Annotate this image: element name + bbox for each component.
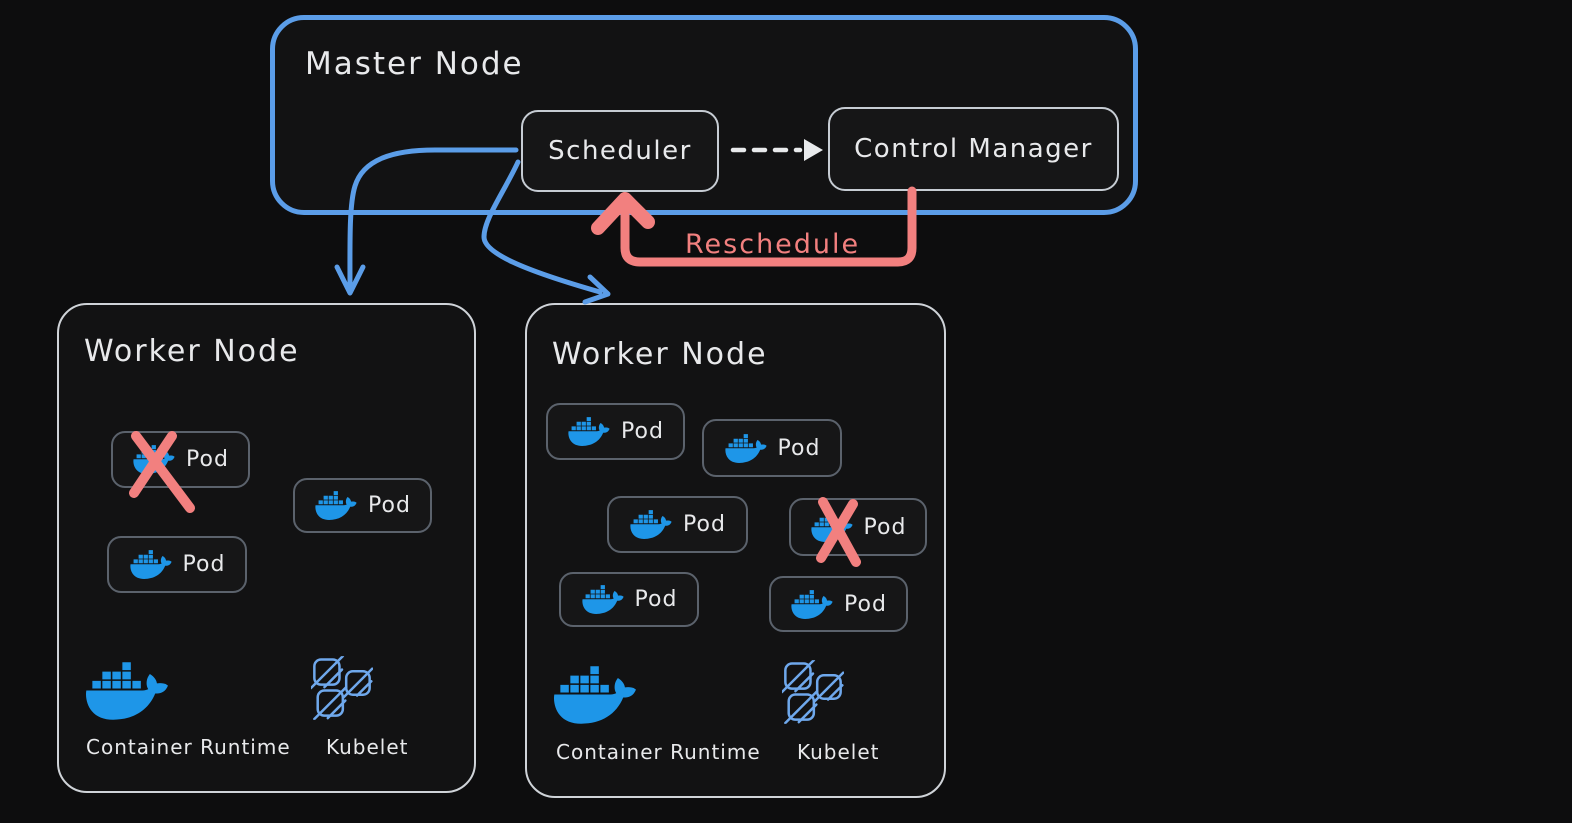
container-runtime-label: Container Runtime [556,740,761,764]
worker-node-box-1 [57,303,476,793]
pod-box: Pod [546,403,685,460]
worker-node-title-1: Worker Node [84,334,300,369]
docker-icon [790,588,834,621]
pod-label: Pod [621,419,664,444]
worker-node-box-2 [525,303,946,798]
pod-box: Pod [607,496,748,553]
pod-box: Pod [107,536,247,593]
pod-box: Pod [293,478,432,533]
docker-icon [567,415,611,448]
pod-label: Pod [634,587,678,612]
pod-box: Pod [702,419,842,477]
docker-icon [724,432,768,465]
pod-label: Pod [368,493,411,518]
master-node-title: Master Node [305,46,524,82]
kubelet-label: Kubelet [326,735,409,759]
container-runtime-icon [554,660,636,730]
docker-icon [132,443,176,476]
pod-label: Pod [844,591,887,617]
kubelet-icon [311,655,373,721]
docker-icon [129,548,173,581]
pod-label: Pod [683,512,726,537]
pod-label: Pod [186,447,229,472]
container-runtime-label: Container Runtime [86,735,291,759]
container-runtime-icon [86,656,168,726]
control-manager-label: Control Manager [854,134,1093,164]
reschedule-label: Reschedule [685,229,861,260]
docker-icon [629,508,673,541]
docker-icon [581,583,625,616]
pod-box: Pod [559,572,699,627]
scheduler-label: Scheduler [548,136,692,166]
pod-box: Pod [769,576,908,632]
worker-node-title-2: Worker Node [552,337,768,372]
scheduler-box: Scheduler [521,110,719,192]
pod-label: Pod [777,435,821,461]
kubelet-label: Kubelet [797,740,880,764]
docker-icon [314,489,358,522]
pod-label: Pod [863,514,907,540]
kubelet-icon [782,659,844,725]
pod-box-failed: Pod [111,431,250,488]
pod-box-failed: Pod [789,498,927,556]
docker-icon [810,511,854,544]
pod-label: Pod [182,552,226,577]
control-manager-box: Control Manager [828,107,1119,191]
